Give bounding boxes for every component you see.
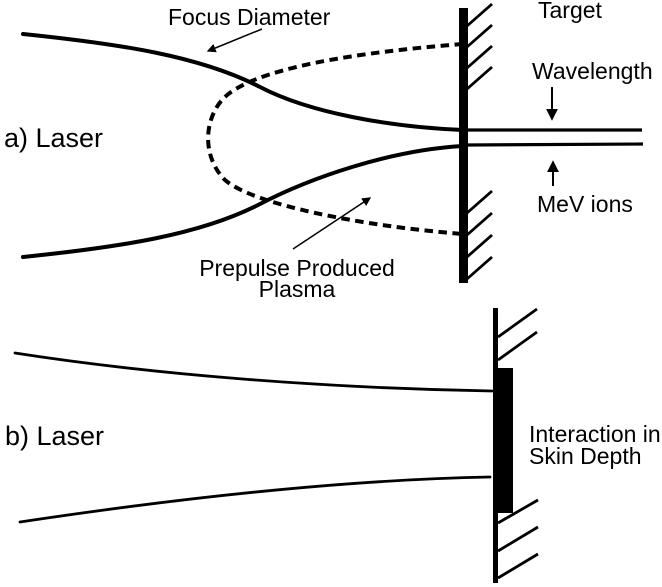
- focus-diameter-arrow: [206, 28, 263, 53]
- hatch-line: [497, 525, 539, 553]
- hatch-line: [466, 2, 493, 28]
- panel-a-label: a) Laser: [4, 123, 103, 153]
- hatch-line: [466, 255, 493, 281]
- laser-beam-lower-edge: [18, 475, 492, 524]
- hatch-line: [497, 330, 538, 362]
- focus-diameter-label: Focus Diameter: [168, 4, 331, 30]
- target-hatching-top: [466, 2, 493, 91]
- hatch-line: [466, 211, 493, 237]
- laser-beam-upper-edge: [21, 32, 465, 132]
- target-hatching-bottom: [466, 189, 493, 281]
- prepulse-plasma-label-line1: Prepulse Produced: [199, 255, 395, 281]
- mev-ion-emission-line: [467, 142, 644, 147]
- panel-b: b) Laser Interaction in Skin Depth: [5, 307, 661, 583]
- prepulse-plasma-label-line2: Plasma: [259, 276, 336, 302]
- target-hatching-top: [497, 307, 538, 362]
- laser-beam-upper-edge: [13, 351, 494, 393]
- target-hatching-bottom: [497, 498, 539, 580]
- skin-depth-interaction-region: [493, 368, 513, 513]
- panel-b-label: b) Laser: [5, 421, 104, 451]
- hatch-line: [497, 498, 539, 525]
- prepulse-plasma-arrow: [292, 197, 372, 250]
- interaction-skin-depth-label-line1: Interaction in: [529, 421, 661, 447]
- prepulse-plasma-dashed-boundary: [206, 42, 464, 236]
- hatch-line: [466, 233, 493, 259]
- interaction-skin-depth-label-line2: Skin Depth: [529, 443, 642, 469]
- target-label: Target: [538, 0, 603, 23]
- target-bar: [459, 8, 468, 283]
- mev-ions-label: MeV ions: [537, 191, 633, 217]
- wavelength-label: Wavelength: [532, 58, 653, 84]
- hatch-line: [497, 552, 539, 580]
- hatch-line: [466, 65, 493, 91]
- panel-a: a) Laser Focus Diameter Target Wavelengt…: [4, 0, 653, 302]
- hatch-line: [466, 189, 493, 215]
- hatch-line: [497, 307, 538, 339]
- hatch-line: [466, 23, 493, 49]
- laser-beam-lower-edge: [21, 144, 465, 259]
- hatch-line: [466, 44, 493, 70]
